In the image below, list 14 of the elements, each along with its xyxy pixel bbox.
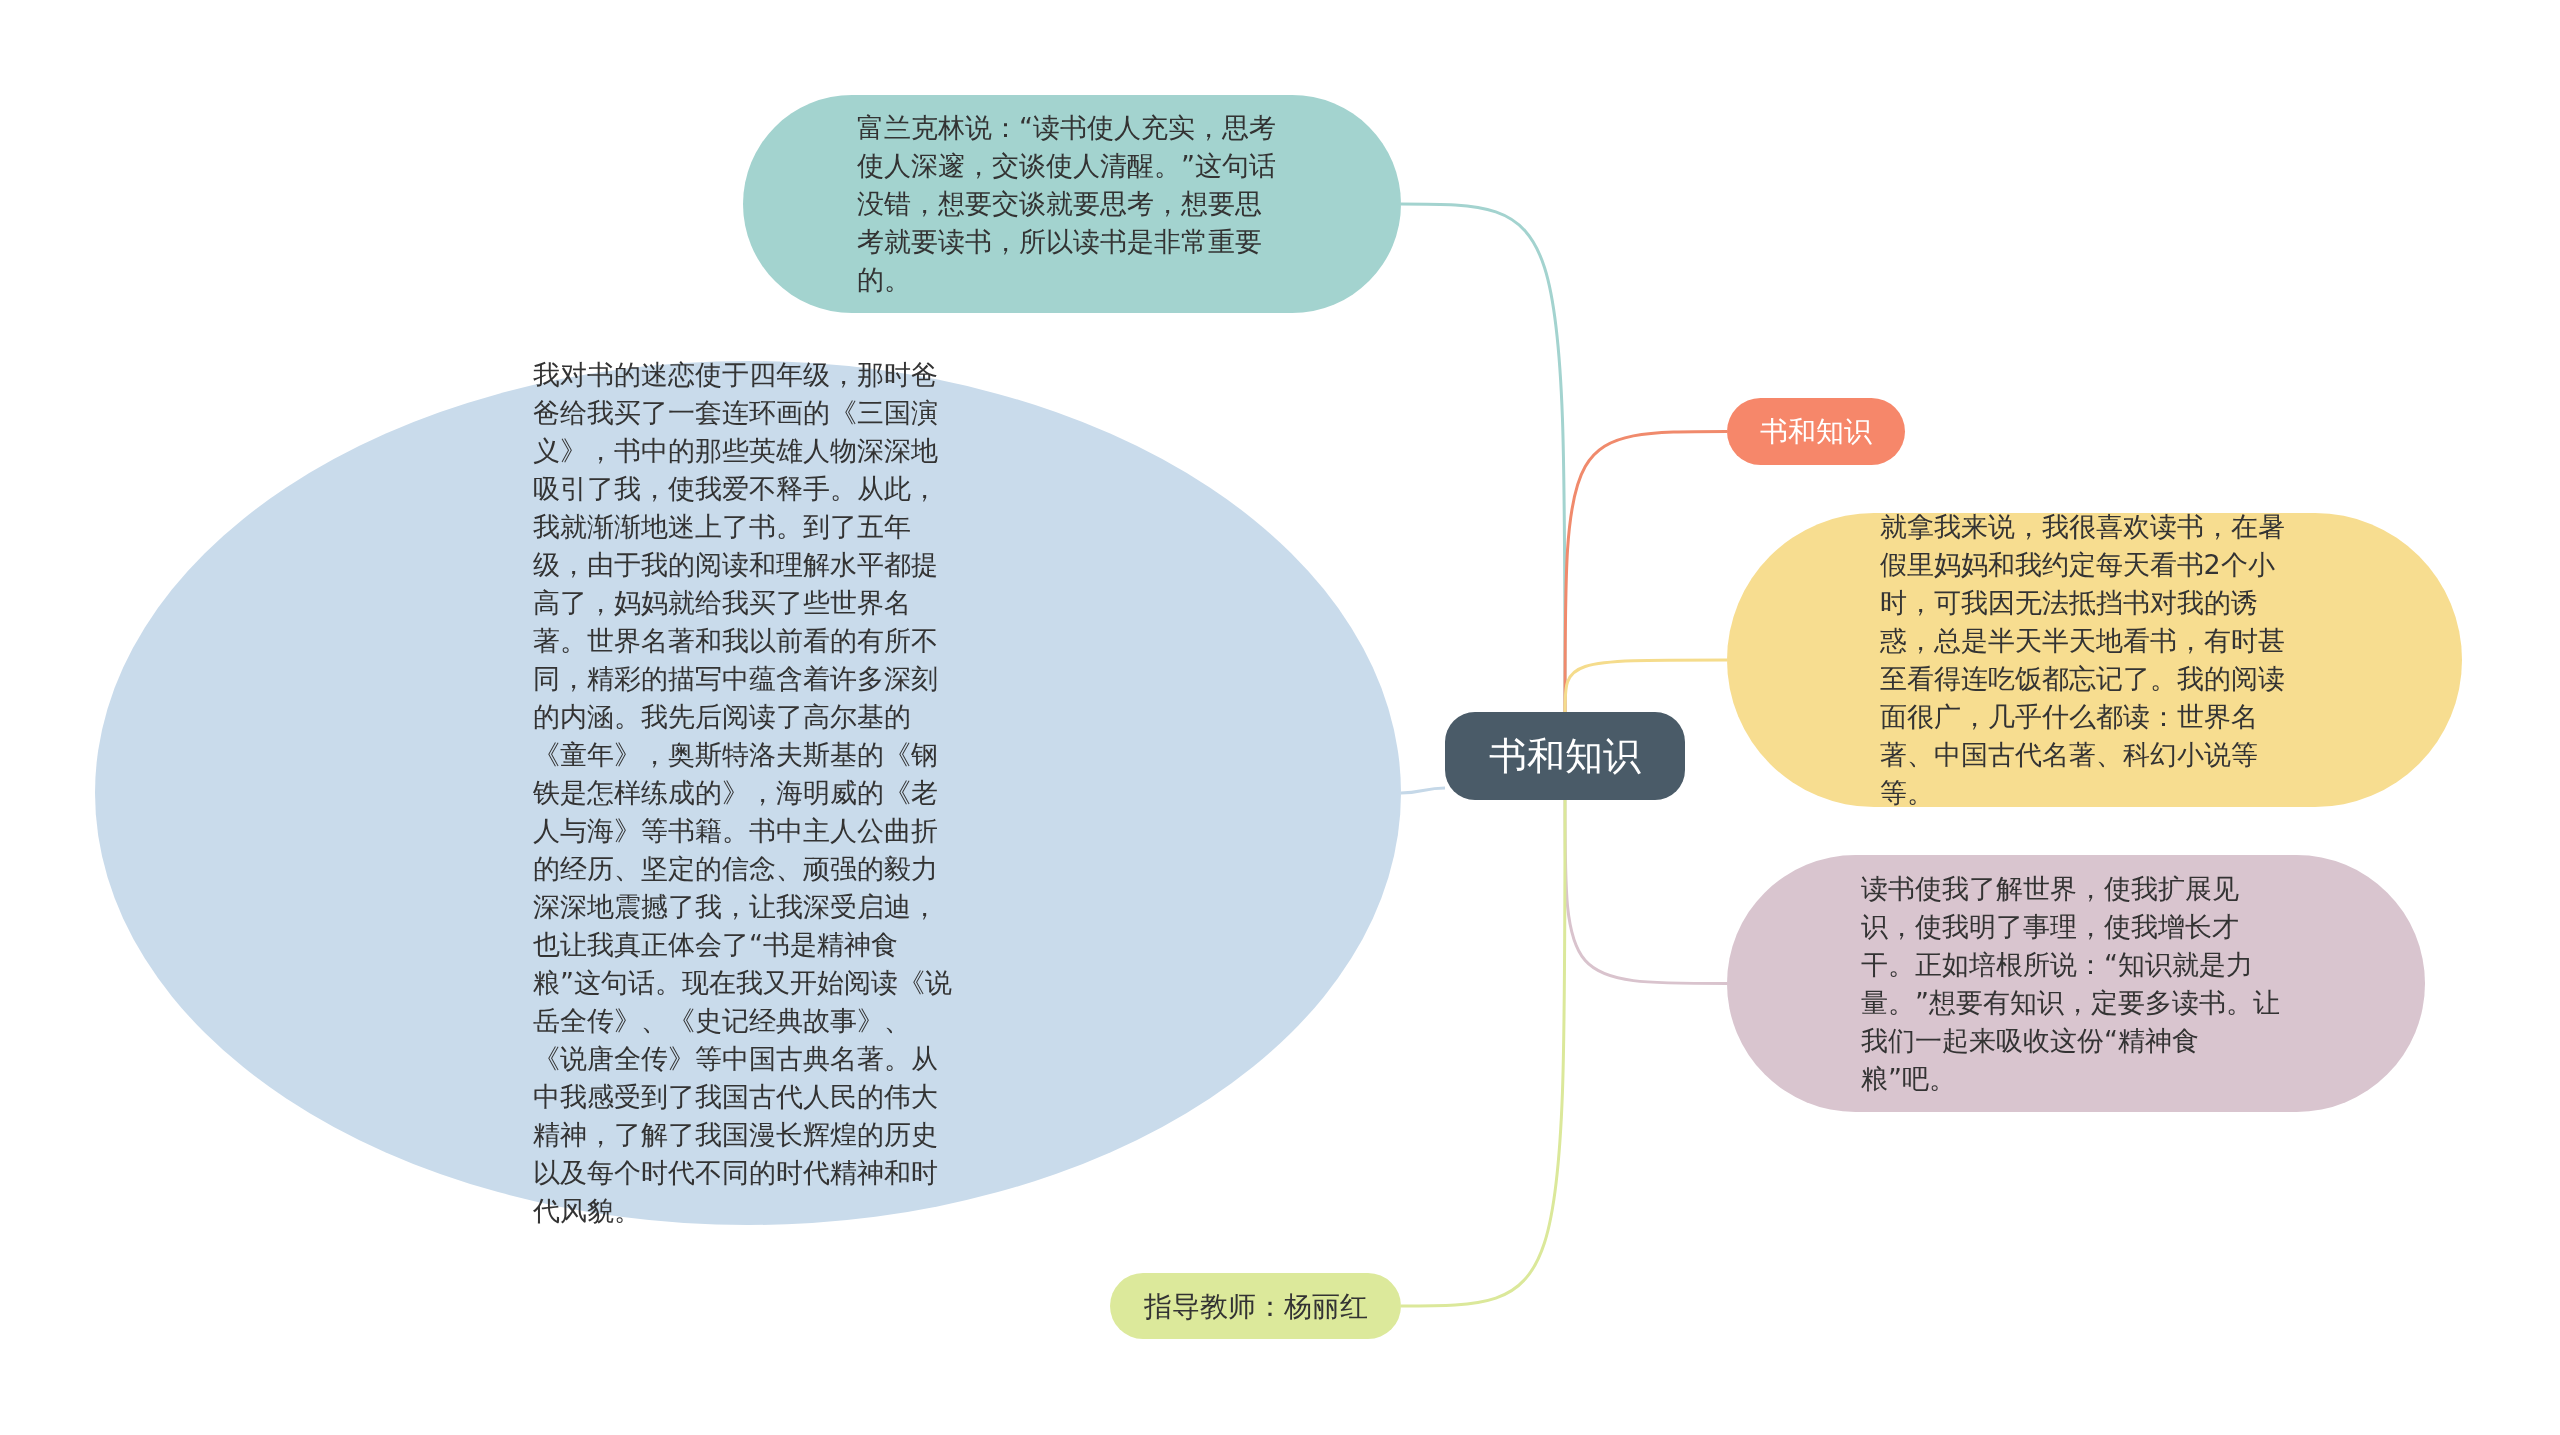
paragraph-text: 我对书的迷恋使于四年级，那时爸爸给我买了一套连环画的《三国演义》，书中的那些英雄人物深深地吸引了我，使我爱不释手。从此，我就渐渐地迷上了书。到了五年级，由于我的阅读和理解水平都提高了，妈妈就给我买了些世界名著。世界名著和我以前看的有所不同，精彩的描写中蕴含着许多深刻的内涵。我先后阅读了高尔基的《童年》，奥斯特洛夫斯基的《钢铁是怎样练成的》，海明威的《老人与海》等书籍。书中主人公曲折的经历、坚定的信念、顽强的毅力深深地震撼了我，让我深受启迪，也让我真正体会了“书是精神食粮”这句话。现在我又开始阅读《说岳全传》、《史记经典故事》、《说唐全传》等中国古典名著。从中我感受到了我国古代人民的伟大精神，了解了我国漫长辉煌的历史以及每个时代不同的时代精神和时代风貌。	[533, 358, 953, 1228]
connector-line	[1563, 800, 1727, 985]
topic-label: 书和知识	[1489, 732, 1641, 780]
central-topic-box	[1445, 712, 1685, 800]
paragraph-text: 读书使我了解世界，使我扩展见识，使我明了事理，使我增长才干。正如培根所说：“知识就是力量。”想要有知识，定要多读书。让我们一起来吸收这份“精神食粮”吧。	[1861, 871, 2281, 1096]
paragraph-text: 富兰克林说：“读书使人充实，思考使人深邃，交谈使人清醒。”这句话没错，想要交谈就要思考，想要思考就要读书，所以读书是非常重要的。	[857, 111, 1277, 297]
connector-line	[1563, 430, 1727, 712]
paragraph-text: 就拿我来说，我很喜欢读书，在暑假里妈妈和我约定每天看书2个小时，可我因无法抵挡书对我的诱惑，总是半天半天地看书，有时甚至看得连吃饭都忘记了。我的阅读面很广，几乎什么都读：世界名著、中国古代名著、科幻小说等等。	[1879, 510, 2286, 810]
topic-label: 书和知识	[1760, 414, 1872, 450]
connector-line	[1401, 202, 1567, 712]
connector-line	[1400, 786, 1446, 795]
connector-line	[1401, 800, 1567, 1308]
topic-label: 指导教师：杨丽红	[1143, 1288, 1368, 1325]
connector-line	[1563, 658, 1727, 712]
